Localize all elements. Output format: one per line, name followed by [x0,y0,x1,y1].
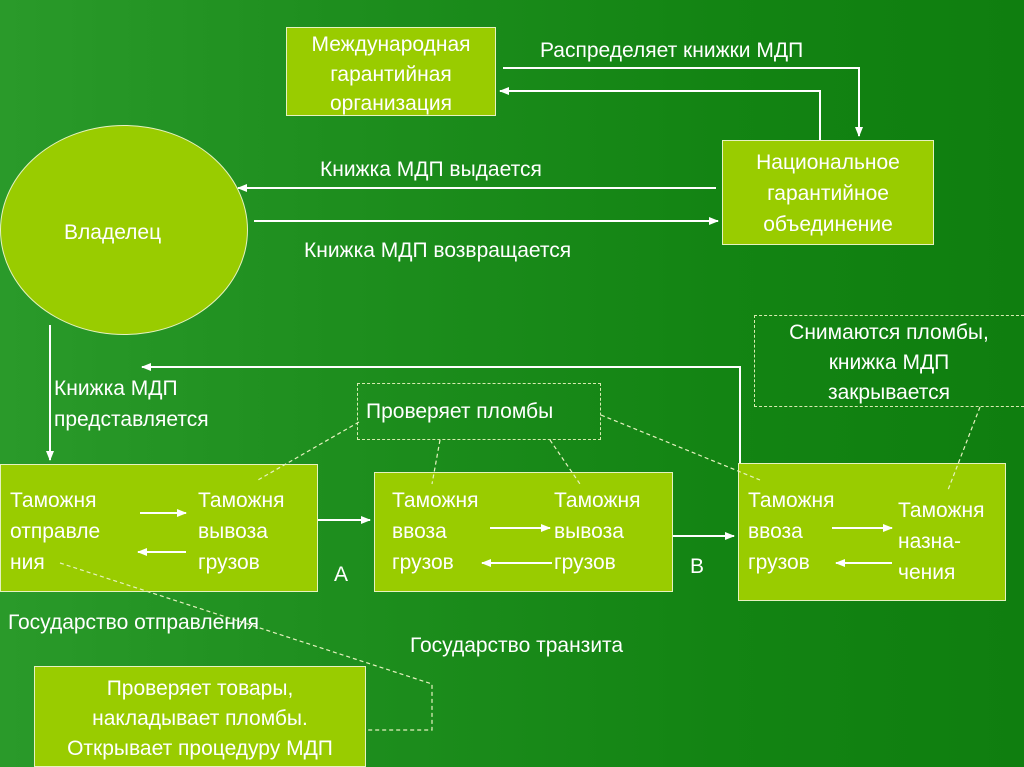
box2-right-line3: грузов [554,551,616,574]
international-guarantee-org-box [286,27,496,116]
box3-right-line3: чения [898,561,956,584]
owner-ellipse [0,125,248,335]
org-label-line1: Международная [311,33,471,56]
box3-left-line1: Таможня [748,489,835,512]
box2-right-line1: Таможня [554,489,641,512]
national-label-line3: объединение [763,213,893,236]
owner-label: Владелец [64,221,162,244]
presented-label-line1: Книжка МДП [54,377,178,400]
bottom-label-line2: накладывает пломбы. [92,707,308,730]
state-departure-label: Государство отправления [8,611,259,634]
issued-label: Книжка МДП выдается [320,158,542,181]
state-transit-label: Государство транзита [410,634,624,657]
box3-right-line2: назна- [898,530,961,553]
report-back-arrow [499,87,821,140]
box1-left-line1: Таможня [10,489,97,512]
box1-right-line3: грузов [198,551,260,574]
box2-left-line2: ввоза [392,520,447,543]
box1-right-line1: Таможня [198,489,285,512]
national-label-line1: Национальное [756,151,900,174]
bottom-label-line1: Проверяет товары, [106,677,294,700]
removed-label-line2: книжка МДП [828,351,950,374]
org-label-line2: гарантийная [330,63,452,86]
distributes-label: Распределяет книжки МДП [540,39,804,62]
org-label-line3: организация [329,92,452,115]
box2-right-line2: вывоза [554,520,624,543]
box3-right-line1: Таможня [898,499,985,522]
checks-seals-label: Проверяет пломбы [366,400,554,423]
national-label-line2: гарантийное [767,182,889,205]
box3-left-line3: грузов [748,551,810,574]
dashed-link-seals-box3 [600,414,761,481]
label-b: В [690,555,705,578]
box1-left-line2: отправле [10,520,101,543]
box1-right-line2: вывоза [198,520,268,543]
removed-label-line1: Снимаются пломбы, [789,321,989,344]
label-a: А [334,563,349,586]
presented-label-line2: представляется [54,408,209,431]
box1-left-line3: ния [10,551,45,574]
box3-left-line2: ввоза [748,520,803,543]
removed-label-line3: закрывается [827,381,951,404]
box2-left-line3: грузов [392,551,454,574]
box2-left-line1: Таможня [392,489,479,512]
returned-label: Книжка МДП возвращается [304,239,572,262]
distribute-arrow [503,67,863,137]
seals-removed-dashed-box [754,315,1024,407]
national-guarantee-association-box [722,140,934,245]
bottom-label-line3: Открывает процедуру МДП [67,737,333,760]
